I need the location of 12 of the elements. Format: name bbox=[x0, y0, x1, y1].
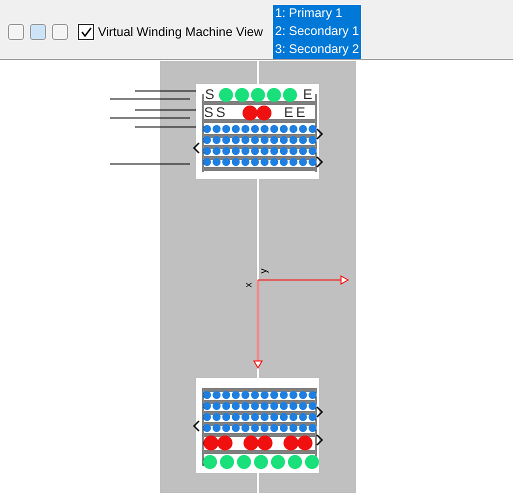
winding-end-label: E bbox=[296, 105, 306, 120]
winding-end-label: S bbox=[205, 87, 214, 102]
winding-end-label: S bbox=[216, 105, 226, 120]
winding-end-label: E bbox=[303, 87, 312, 102]
list-item: 1: Primary 1 bbox=[275, 6, 342, 20]
axis-label: y bbox=[260, 268, 270, 274]
list-item: 3: Secondary 2 bbox=[275, 42, 360, 56]
winding-end-label: S bbox=[204, 105, 214, 120]
axis-label: x bbox=[244, 282, 254, 288]
winding-end-label: E bbox=[284, 105, 294, 120]
checkbox-label: Virtual Winding Machine View bbox=[98, 25, 263, 39]
list-item: 2: Secondary 1 bbox=[275, 24, 360, 38]
